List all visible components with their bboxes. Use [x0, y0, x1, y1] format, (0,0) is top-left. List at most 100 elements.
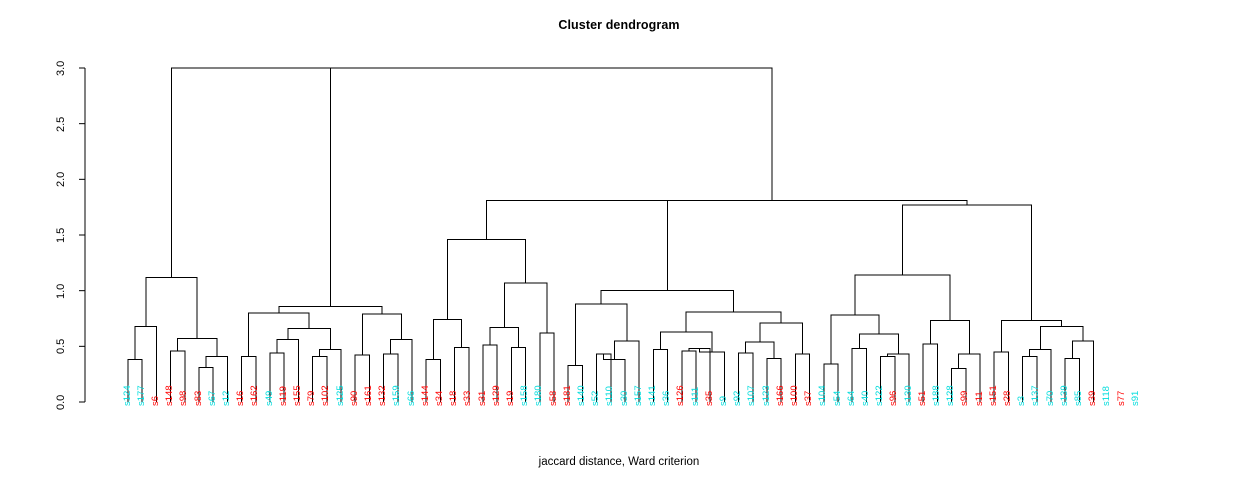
- dendrogram-branch: [454, 346, 470, 402]
- leaf-label: s144: [419, 385, 431, 406]
- dendrogram-branch: [287, 328, 331, 350]
- leaf-label: s52: [590, 390, 602, 406]
- leaf-label: s139: [1058, 385, 1070, 406]
- dendrogram-branch: [170, 67, 331, 307]
- dendrogram-branch: [929, 320, 970, 355]
- dendrogram-branch: [887, 353, 910, 402]
- dendrogram-branch: [958, 353, 981, 402]
- leaf-label: s31: [476, 390, 488, 406]
- dendrogram-branch: [901, 204, 1032, 321]
- dendrogram-branch: [177, 338, 218, 357]
- leaf-label: s18: [448, 390, 460, 406]
- y-axis: [79, 67, 86, 403]
- leaf-label: s161: [362, 385, 374, 406]
- x-axis-label: jaccard distance, Ward criterion: [538, 456, 700, 468]
- leaf-label: s99: [959, 390, 971, 406]
- leaf-label: s141: [646, 385, 658, 406]
- leaf-label: s125: [334, 385, 346, 406]
- leaf-label: s130: [902, 385, 914, 406]
- leaf-label: s157: [632, 385, 644, 406]
- leaf-label: s34: [433, 390, 445, 406]
- dendrogram-branch: [858, 333, 899, 355]
- leaf-label: s102: [320, 385, 332, 406]
- leaf-label: s11: [973, 391, 985, 406]
- dendrogram-branch: [681, 350, 697, 402]
- dendrogram-branch: [1000, 320, 1063, 352]
- leaf-label: s12: [220, 390, 232, 406]
- leaf-label: s162: [249, 385, 261, 406]
- leaf-label: s19: [504, 390, 516, 406]
- leaf-label: s92: [732, 390, 744, 406]
- leaf-label: s6: [149, 395, 161, 406]
- y-axis-tick-label: 0.0: [55, 394, 67, 410]
- leaf-label: s70: [1044, 390, 1056, 406]
- leaf-label: s119: [277, 386, 289, 406]
- leaf-label: s96: [888, 390, 900, 406]
- dendrogram-branch: [383, 353, 399, 402]
- dendrogram-branch: [745, 341, 775, 359]
- dendrogram-branch: [170, 350, 186, 402]
- leaf-label: s122: [874, 385, 886, 406]
- leaf-label: s180: [533, 385, 545, 406]
- leaf-label: s67: [206, 390, 218, 406]
- dendrogram-branch: [794, 353, 811, 402]
- leaf-label: s123: [760, 385, 772, 406]
- leaf-label: s166: [774, 385, 786, 406]
- dendrogram-branch: [600, 290, 735, 312]
- dendrogram-branch: [685, 311, 782, 332]
- dendrogram-branch: [830, 314, 880, 365]
- leaf-label: s85: [1072, 390, 1084, 406]
- leaf-label: s91: [1129, 390, 1141, 406]
- dendrogram-branch: [759, 322, 803, 355]
- dendrogram-branch: [613, 340, 640, 402]
- leaf-label: s90: [348, 390, 360, 406]
- y-axis-tick-label: 0.5: [55, 338, 67, 354]
- leaf-label: s151: [987, 385, 999, 406]
- y-axis-tick-label: 2.5: [55, 116, 67, 132]
- leaf-label: s104: [817, 385, 829, 406]
- dendrogram-branch: [574, 303, 628, 366]
- leaf-label: s79: [306, 390, 318, 406]
- leaf-label: s30: [618, 390, 630, 406]
- leaf-label: s128: [945, 385, 957, 406]
- dendrogram-branch: [198, 366, 214, 402]
- leaf-label: s100: [788, 385, 800, 406]
- dendrogram-branch: [503, 282, 548, 333]
- leaf-label: s39: [1087, 390, 1099, 406]
- dendrogram-branch: [854, 274, 951, 321]
- leaf-label: s107: [746, 385, 758, 406]
- leaf-label: s58: [547, 390, 559, 406]
- leaf-label: s140: [575, 385, 587, 406]
- leaf-label: s126: [675, 385, 687, 406]
- leaf-label: s16: [235, 390, 247, 406]
- leaf-label: s98: [178, 390, 190, 406]
- dendrogram-branch: [447, 238, 527, 320]
- leaf-label: s132: [377, 385, 389, 406]
- dendrogram-branch: [486, 199, 668, 291]
- dendrogram-branch: [823, 363, 839, 402]
- leaf-label: s33: [462, 390, 474, 406]
- leaf-label: s36: [661, 390, 673, 406]
- leaf-label: s188: [930, 385, 942, 406]
- leaf-label: s181: [561, 385, 573, 406]
- leaf-label: s54: [831, 390, 843, 406]
- y-axis-tick-label: 1.5: [55, 227, 67, 243]
- leaf-label: s3: [1016, 395, 1028, 406]
- leaf-label: s159: [391, 385, 403, 406]
- leaf-label: s83: [192, 390, 204, 406]
- y-axis-tick-label: 3.0: [55, 60, 67, 76]
- leaf-label: s137: [1030, 385, 1042, 406]
- leaf-label: s155: [291, 385, 303, 406]
- dendrogram-branch: [576, 199, 968, 205]
- dendrogram-tree: [127, 67, 1095, 402]
- leaf-label: s148: [164, 385, 176, 406]
- leaf-label: s110: [604, 386, 616, 406]
- leaf-label: s37: [803, 390, 815, 406]
- leaf-label: s129: [490, 385, 502, 406]
- dendrogram-branch: [489, 326, 519, 348]
- dendrogram-branch: [248, 312, 310, 357]
- dendrogram-branch: [1071, 340, 1095, 402]
- leaf-label: s35: [703, 390, 715, 406]
- leaf-label: s49: [263, 390, 275, 406]
